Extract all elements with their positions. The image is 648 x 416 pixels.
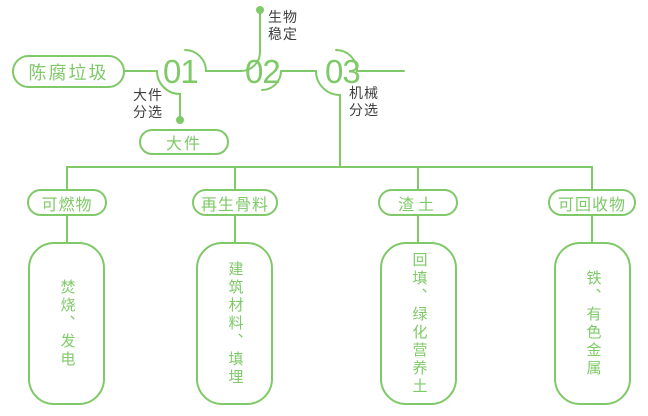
bulky-output-node: 大件 xyxy=(139,129,229,155)
category-node-slag-soil: 渣土 xyxy=(378,189,458,216)
category-node-recyclables: 可回收物 xyxy=(548,189,636,216)
result-text: 焚烧、发电 xyxy=(58,278,76,369)
step-number-3: 03 xyxy=(325,53,361,90)
source-node: 陈腐垃圾 xyxy=(12,55,125,88)
result-text: 建筑材料、填埋 xyxy=(226,260,244,387)
dot-bio xyxy=(256,6,264,14)
swash-step2 xyxy=(261,70,282,91)
annotation-bio-stabilization: 生物 稳定 xyxy=(268,9,298,42)
category-node-combustibles: 可燃物 xyxy=(27,189,107,216)
annotation-mechanical-sorting: 机械 分选 xyxy=(349,85,379,118)
result-node-incineration: 焚烧、发电 xyxy=(28,242,105,405)
step-number-2: 02 xyxy=(245,53,281,90)
result-node-building-materials: 建筑材料、填埋 xyxy=(196,242,273,405)
result-text: 回填、绿化营养土 xyxy=(410,251,428,396)
arc-step1-and-line-to-step2 xyxy=(184,13,261,72)
annotation-bulky-sorting: 大件 分选 xyxy=(133,87,163,120)
step-number-1: 01 xyxy=(163,53,199,90)
arc-step3-and-line-out xyxy=(335,49,405,72)
result-text: 铁、有色金属 xyxy=(584,269,602,378)
dot-bulky xyxy=(176,116,184,124)
line-step3-drop xyxy=(315,70,341,168)
line-step1-drop xyxy=(156,70,181,117)
category-node-recycled-aggregate: 再生骨料 xyxy=(192,189,278,216)
branch-rail xyxy=(66,166,593,190)
result-node-metals: 铁、有色金属 xyxy=(554,242,631,405)
result-node-backfill: 回填、绿化营养土 xyxy=(380,242,457,405)
